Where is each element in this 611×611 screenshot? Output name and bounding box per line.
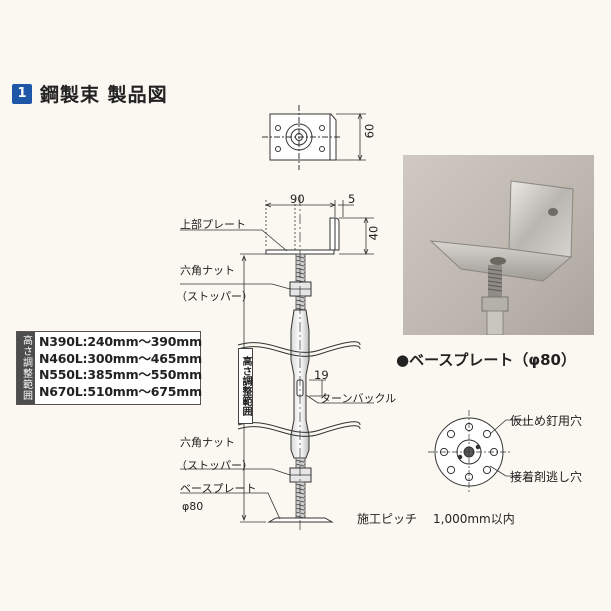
label-phi80: φ80 xyxy=(182,500,204,513)
break-lines xyxy=(237,341,361,437)
label-stopper-lower: （ストッパー） xyxy=(176,459,253,472)
side-view-top-plate xyxy=(265,217,340,255)
product-photo xyxy=(403,155,594,335)
label-top-plate: 上部プレート xyxy=(180,218,246,231)
photo-caption: ●ベースプレート（φ80） xyxy=(396,351,576,369)
pitch-value: 1,000mm以内 xyxy=(433,512,515,526)
top-view-plate xyxy=(262,105,340,170)
upper-threaded-rod xyxy=(295,253,306,283)
range-item: N670L:510mm～675mm xyxy=(39,383,202,399)
product-photo-illustration xyxy=(429,180,574,335)
label-hex-nut-upper: 六角ナット xyxy=(180,264,235,277)
range-side-label: 高さ調整範囲 xyxy=(17,332,35,404)
base-plate-leaders xyxy=(489,419,530,477)
section-title: 鋼製束 製品図 xyxy=(40,84,168,106)
leader-lines xyxy=(180,229,374,520)
range-item: N390L:240mm～390mm xyxy=(39,334,202,349)
label-base-plate: ベースプレート xyxy=(180,482,257,495)
dim-19: 19 xyxy=(314,368,329,382)
lower-threaded-rod xyxy=(295,481,306,519)
label-stopper-upper: （ストッパー） xyxy=(176,290,253,303)
dim-60: 60 xyxy=(362,123,377,139)
section-number-badge: 1 xyxy=(12,83,32,104)
dim-60-line xyxy=(336,112,366,162)
pitch-label: 施工ピッチ xyxy=(357,512,418,526)
label-turnbuckle: ターンバックル xyxy=(320,392,397,405)
base-plate-top-view xyxy=(428,410,510,494)
height-range-label: 高さ調整範囲 xyxy=(238,348,253,424)
label-adhesive-hole: 接着剤逃し穴 xyxy=(510,470,583,484)
dim-90-5-40-lines xyxy=(264,200,374,256)
height-range-table: 高さ調整範囲 N390L:240mm～390mm N460L:300mm～465… xyxy=(16,331,202,405)
label-hex-nut-lower: 六角ナット xyxy=(180,436,235,449)
base-plate-side xyxy=(267,517,334,523)
dim-90: 90 xyxy=(290,192,305,206)
section-header: 1 鋼製束 製品図 xyxy=(12,80,168,107)
range-item: N460L:300mm～465mm xyxy=(39,350,202,366)
range-item: N550L:385mm～550mm xyxy=(39,367,202,382)
label-nail-hole: 仮止め釘用穴 xyxy=(510,414,583,428)
dim-40: 40 xyxy=(366,225,381,241)
dim-5: 5 xyxy=(348,192,356,206)
range-list: N390L:240mm～390mm N460L:300mm～465mm N550… xyxy=(35,332,202,404)
